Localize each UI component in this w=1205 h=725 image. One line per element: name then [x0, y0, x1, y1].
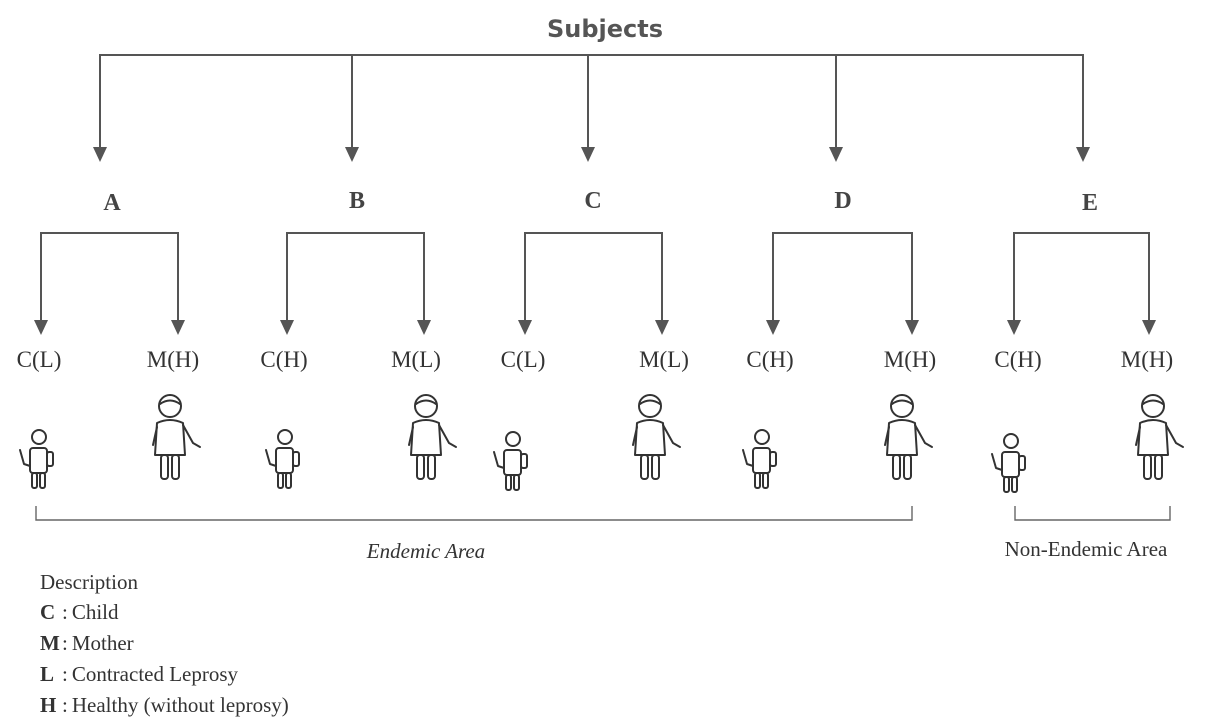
endemic-area-bracket — [35, 506, 913, 521]
arrow-a-mother — [171, 320, 185, 335]
non-endemic-area-bracket — [1014, 506, 1171, 521]
legend-text: Healthy (without leprosy) — [71, 693, 289, 717]
legend-text: Mother — [71, 631, 134, 655]
member-label-b-mother: M(L) — [391, 347, 441, 372]
arrow-to-d — [829, 147, 843, 162]
arrow-d-child — [766, 320, 780, 335]
member-label-d-mother: M(H) — [884, 347, 936, 372]
member-label-e-mother: M(H) — [1121, 347, 1173, 372]
mother-icon — [884, 394, 933, 480]
arrow-c-mother — [655, 320, 669, 335]
arrow-c-child — [518, 320, 532, 335]
member-label-a-child: C(L) — [17, 347, 62, 372]
legend-item: M:Mother — [40, 628, 289, 659]
arrow-d-mother — [905, 320, 919, 335]
arrow-b-mother — [417, 320, 431, 335]
arrow-to-a — [93, 147, 107, 162]
legend: Description C:Child M:Mother L:Contracte… — [40, 567, 289, 721]
connector-group-c — [524, 232, 663, 320]
legend-text: Contracted Leprosy — [71, 662, 239, 686]
top-connector — [99, 54, 1084, 147]
arrow-e-child — [1007, 320, 1021, 335]
arrow-to-b — [345, 147, 359, 162]
diagram-title: Subjects — [547, 15, 663, 43]
arrow-b-child — [280, 320, 294, 335]
member-label-a-mother: M(H) — [147, 347, 199, 372]
group-label-d: D — [834, 188, 851, 214]
connector-group-e — [1013, 232, 1150, 320]
mother-icon — [408, 394, 457, 480]
connector-group-a — [40, 232, 179, 320]
member-label-d-child: C(H) — [746, 347, 793, 372]
connector-group-d — [772, 232, 913, 320]
legend-key: H — [40, 693, 57, 717]
child-waving-icon — [493, 431, 528, 491]
legend-item: L:Contracted Leprosy — [40, 659, 289, 690]
legend-key: C — [40, 600, 56, 624]
legend-item: H:Healthy (without leprosy) — [40, 690, 289, 721]
member-arrowheads — [34, 320, 1156, 335]
legend-key: L — [40, 662, 55, 686]
endemic-area-label: Endemic Area — [366, 539, 485, 563]
legend-text: Child — [71, 600, 119, 624]
child-waving-icon — [265, 429, 300, 489]
arrow-e-mother — [1142, 320, 1156, 335]
arrow-a-child — [34, 320, 48, 335]
legend-item: C:Child — [40, 597, 289, 628]
arrow-to-c — [581, 147, 595, 162]
mother-icon — [632, 394, 681, 480]
child-waving-icon — [19, 429, 54, 489]
child-waving-icon — [742, 429, 777, 489]
member-label-b-child: C(H) — [260, 347, 307, 372]
connector-group-b — [286, 232, 425, 320]
mother-icon — [152, 394, 201, 480]
legend-title: Description — [40, 570, 138, 594]
mother-icon — [1135, 394, 1184, 480]
member-label-e-child: C(H) — [994, 347, 1041, 372]
group-label-b: B — [349, 188, 365, 214]
group-label-a: A — [103, 190, 121, 216]
legend-key: M — [40, 631, 60, 655]
child-waving-icon — [991, 433, 1026, 493]
group-label-c: C — [584, 188, 601, 214]
member-label-c-mother: M(L) — [639, 347, 689, 372]
top-arrowheads — [93, 147, 1090, 162]
group-label-e: E — [1082, 190, 1098, 216]
member-label-c-child: C(L) — [501, 347, 546, 372]
arrow-to-e — [1076, 147, 1090, 162]
non-endemic-area-label: Non-Endemic Area — [1005, 537, 1168, 561]
